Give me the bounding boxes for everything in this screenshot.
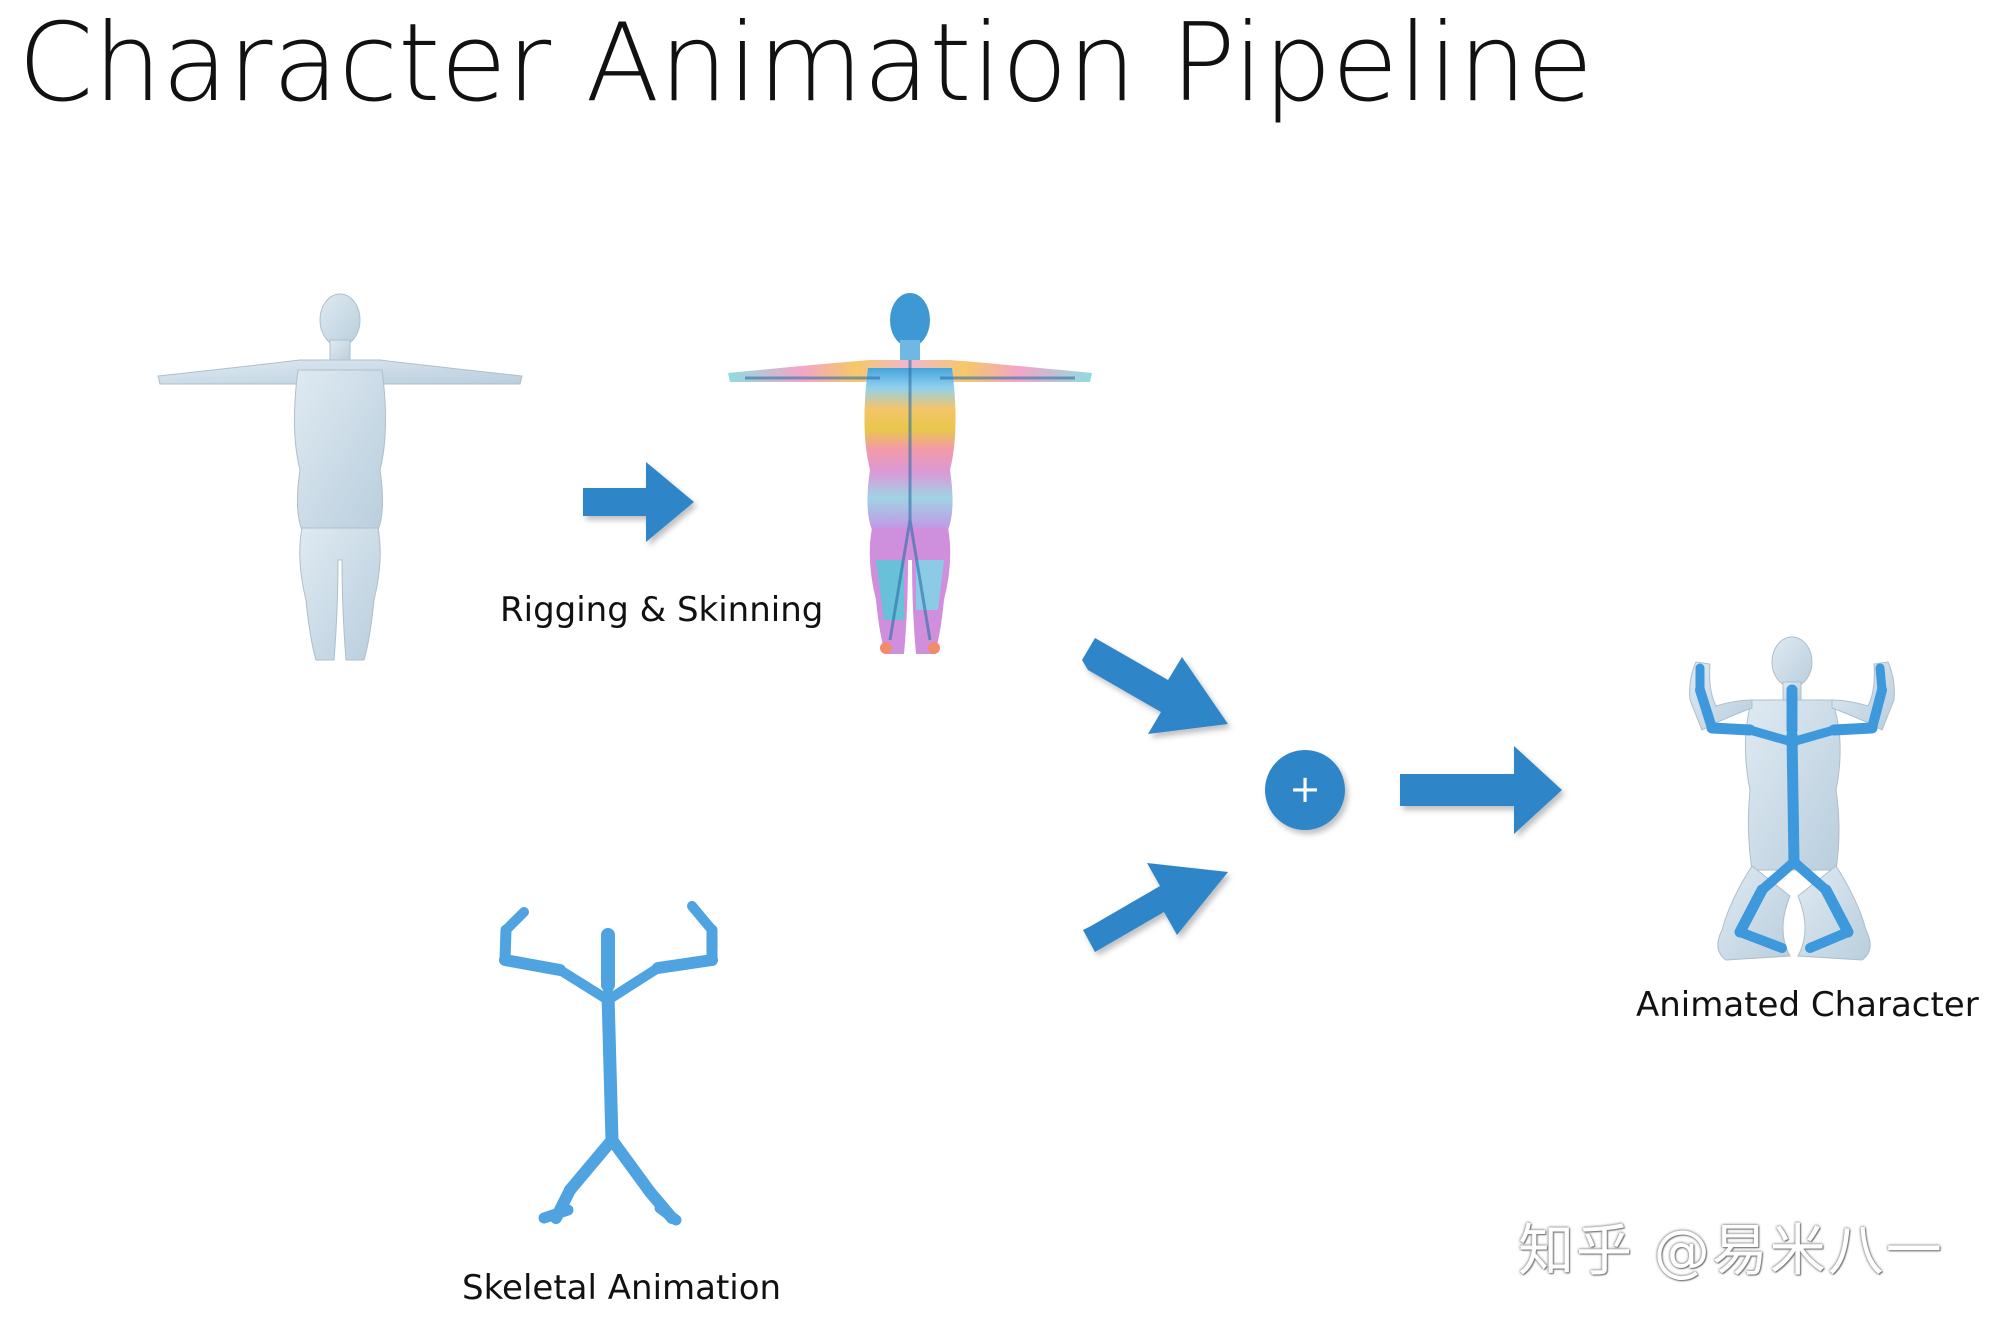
arrow-down-right-icon	[1082, 638, 1228, 734]
animated-character-figure	[1689, 636, 1895, 961]
plus-circle-icon	[1265, 750, 1345, 830]
arrow-right-icon	[1400, 746, 1562, 834]
arrow-up-right-icon	[1083, 863, 1228, 952]
skeleton-figure	[499, 901, 718, 1226]
page-title: Character Animation Pipeline	[18, 1, 1594, 126]
arrow-right-icon	[583, 462, 694, 542]
label-animated-character: Animated Character	[1636, 985, 1979, 1025]
skinned-mesh-figure	[728, 293, 1092, 654]
label-rigging-skinning: Rigging & Skinning	[500, 590, 824, 630]
label-skeletal-animation: Skeletal Animation	[462, 1268, 782, 1308]
watermark: 知乎 @易米八一	[1518, 1219, 1944, 1284]
base-mesh-figure	[157, 293, 523, 661]
combine-symbol: +	[1289, 767, 1321, 811]
